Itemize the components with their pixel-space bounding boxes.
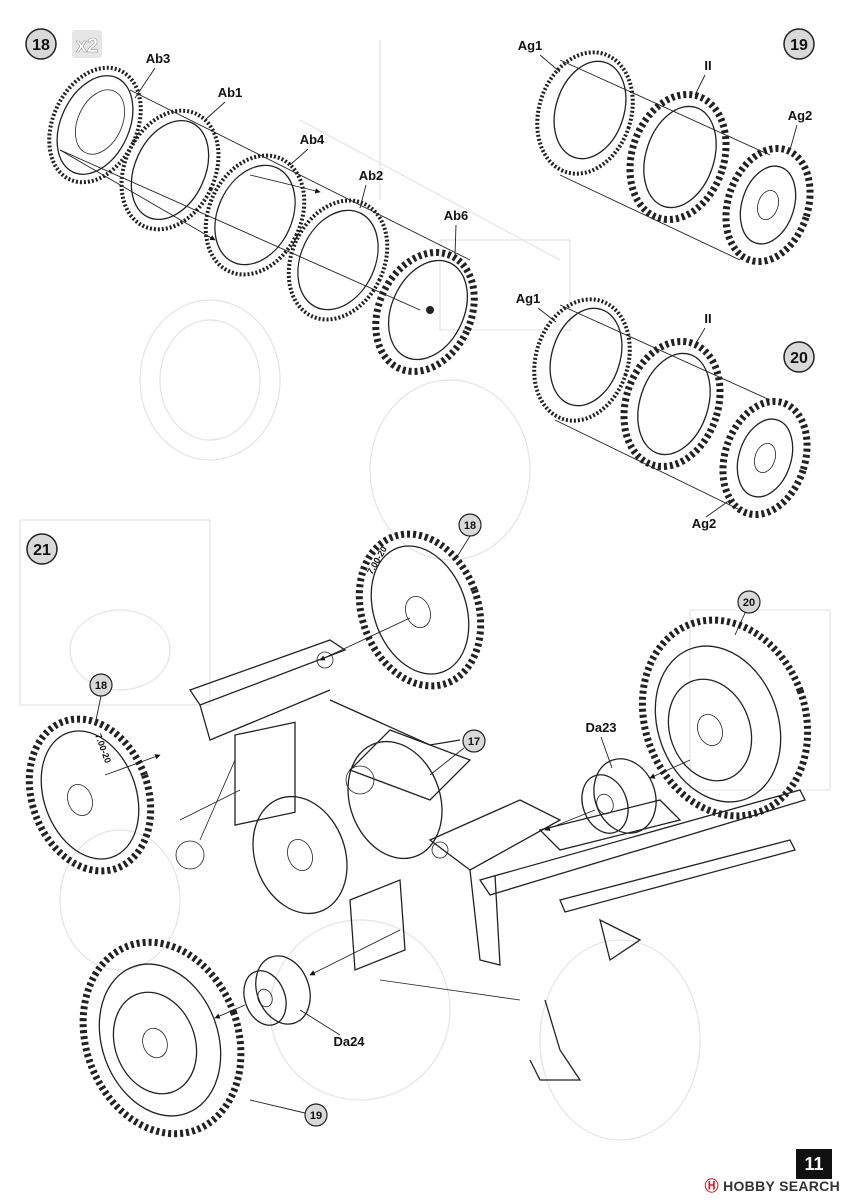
label-ii-b: II — [704, 311, 711, 326]
step-19-number: 19 — [790, 37, 808, 54]
step-18-number: 18 — [32, 37, 50, 54]
front-tire-left: 7.00-20 — [25, 715, 155, 875]
label-da23: Da23 — [585, 720, 616, 735]
front-tire-top: 7.00-20 — [355, 530, 485, 690]
part-ab3-hub — [47, 65, 143, 185]
step-19: 19 Ag1 II Ag2 — [518, 28, 815, 266]
part-ag2-wheel-a — [722, 144, 814, 266]
label-ab2: Ab2 — [359, 168, 384, 183]
ref-18-left-label: 18 — [95, 680, 107, 692]
part-ag1-rim-a — [535, 50, 635, 176]
ref-18-left: 18 — [89, 673, 113, 721]
ref-18-top: 18 — [454, 513, 482, 561]
hobby-search-logo-icon: Ⓗ — [704, 1178, 719, 1194]
label-da24: Da24 — [333, 1034, 365, 1049]
tire-size-left: 7.00-20 — [93, 732, 113, 764]
label-ag1-a: Ag1 — [518, 38, 543, 53]
part-ii-tread-a — [626, 90, 730, 224]
ref-19-label: 19 — [310, 1110, 322, 1122]
ref-18-top-label: 18 — [464, 520, 476, 532]
ref-17-label: 17 — [468, 736, 480, 748]
label-ab1: Ab1 — [218, 85, 243, 100]
part-da23-spacer — [581, 758, 657, 834]
label-ab4: Ab4 — [300, 132, 325, 147]
page-number: 11 — [796, 1149, 832, 1179]
ref-20: 20 — [734, 590, 761, 636]
part-ag1-rim-b — [532, 297, 632, 423]
part-da24-spacer — [243, 955, 311, 1026]
background-ghost-drawing — [19, 40, 831, 1141]
step-20-badge — [783, 341, 815, 373]
step-21-badge — [26, 533, 58, 565]
rear-tire-right — [638, 616, 812, 820]
part-ag2-wheel-b — [719, 397, 811, 519]
tire-size-top: 7.00-20 — [365, 545, 389, 576]
step-18-badge — [25, 28, 57, 60]
step-18: 18 x2 — [25, 28, 478, 375]
label-ab3: Ab3 — [146, 51, 171, 66]
multiplier-badge — [72, 30, 102, 58]
watermark: Ⓗ HOBBY SEARCH — [705, 1176, 840, 1196]
part-ab2-ring — [286, 198, 390, 322]
rear-tire-left — [79, 938, 245, 1138]
step-21: 21 7.00-20 7.00-20 — [25, 513, 812, 1138]
label-ag2-b: Ag2 — [692, 516, 717, 531]
label-ag1-b: Ag1 — [516, 291, 541, 306]
step-20-number: 20 — [790, 350, 808, 367]
ref-17: 17 — [429, 729, 486, 776]
step-20: 20 Ag1 II Ag2 — [516, 291, 815, 531]
chassis-assembly — [175, 639, 806, 1081]
step-21-number: 21 — [33, 542, 51, 559]
part-ab4-ring — [203, 153, 307, 277]
ref-19: 19 — [249, 1099, 328, 1127]
part-ab6-tire — [372, 249, 478, 375]
part-ab1-ring — [119, 108, 221, 232]
label-ag2-a: Ag2 — [788, 108, 813, 123]
label-ab6: Ab6 — [444, 208, 469, 223]
multiplier-label: x2 — [76, 35, 98, 57]
step-19-badge — [783, 28, 815, 60]
watermark-text: HOBBY SEARCH — [723, 1178, 840, 1194]
ref-20-label: 20 — [743, 597, 755, 609]
label-ii-a: II — [704, 58, 711, 73]
part-ii-tread-b — [620, 337, 724, 471]
